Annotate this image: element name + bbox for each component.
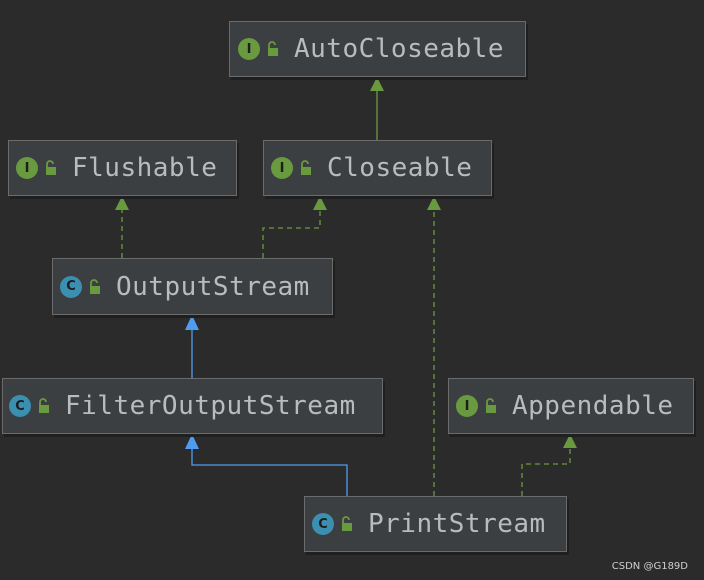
edge-filteroutputstream-to-outputstream bbox=[185, 315, 199, 378]
node-filteroutputstream[interactable]: C FilterOutputStream bbox=[2, 378, 383, 434]
interface-icon: I bbox=[271, 157, 293, 179]
node-label: Flushable bbox=[72, 153, 218, 183]
interface-icon: I bbox=[16, 157, 38, 179]
unlocked-icon bbox=[340, 515, 354, 533]
node-label: OutputStream bbox=[116, 271, 310, 302]
class-icon: C bbox=[60, 275, 82, 298]
edge-outputstream-to-closeable bbox=[262, 196, 327, 258]
node-label: AutoCloseable bbox=[294, 34, 504, 64]
node-printstream[interactable]: C PrintStream bbox=[304, 496, 567, 552]
watermark: CSDN @G189D bbox=[611, 561, 688, 572]
node-label: Closeable bbox=[327, 153, 473, 183]
edge-outputstream-to-flushable bbox=[115, 196, 129, 258]
node-closeable[interactable]: I Closeable bbox=[263, 140, 492, 196]
class-icon: C bbox=[312, 513, 334, 535]
edge-closeable-to-autocloseable bbox=[370, 77, 384, 140]
node-label: Appendable bbox=[512, 391, 674, 421]
node-autocloseable[interactable]: I AutoCloseable bbox=[229, 21, 526, 77]
interface-icon: I bbox=[238, 38, 260, 60]
node-label: FilterOutputStream bbox=[65, 391, 356, 421]
node-appendable[interactable]: I Appendable bbox=[448, 378, 694, 434]
unlocked-icon bbox=[266, 40, 280, 58]
unlocked-icon bbox=[484, 397, 498, 415]
node-label: PrintStream bbox=[368, 509, 546, 539]
edge-printstream-to-closeable bbox=[427, 196, 441, 496]
edge-printstream-to-filteroutputstream bbox=[185, 434, 348, 496]
unlocked-icon bbox=[44, 159, 58, 177]
edge-printstream-to-appendable bbox=[521, 434, 577, 496]
node-flushable[interactable]: I Flushable bbox=[8, 140, 237, 196]
unlocked-icon bbox=[37, 397, 51, 415]
unlocked-icon bbox=[299, 159, 313, 177]
interface-icon: I bbox=[456, 395, 478, 417]
unlocked-icon bbox=[88, 278, 102, 296]
class-icon: C bbox=[9, 395, 31, 417]
node-outputstream[interactable]: C OutputStream bbox=[52, 258, 333, 315]
